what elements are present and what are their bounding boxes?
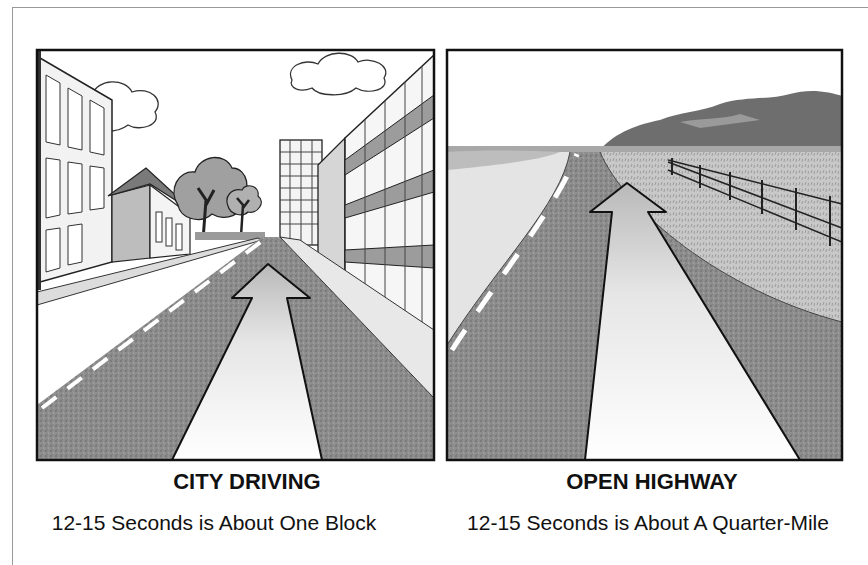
panel-caption: 12-15 Seconds is About One Block (52, 510, 377, 535)
panel-frame (447, 50, 842, 460)
outer-frame (13, 8, 868, 565)
panel-caption: 12-15 Seconds is About A Quarter-Mile (467, 510, 829, 535)
city-scene (37, 50, 434, 460)
panel-title: OPEN HIGHWAY (566, 469, 738, 495)
panel-frame (37, 50, 434, 460)
highway-scene (447, 50, 842, 460)
panel-title: CITY DRIVING (173, 469, 321, 495)
